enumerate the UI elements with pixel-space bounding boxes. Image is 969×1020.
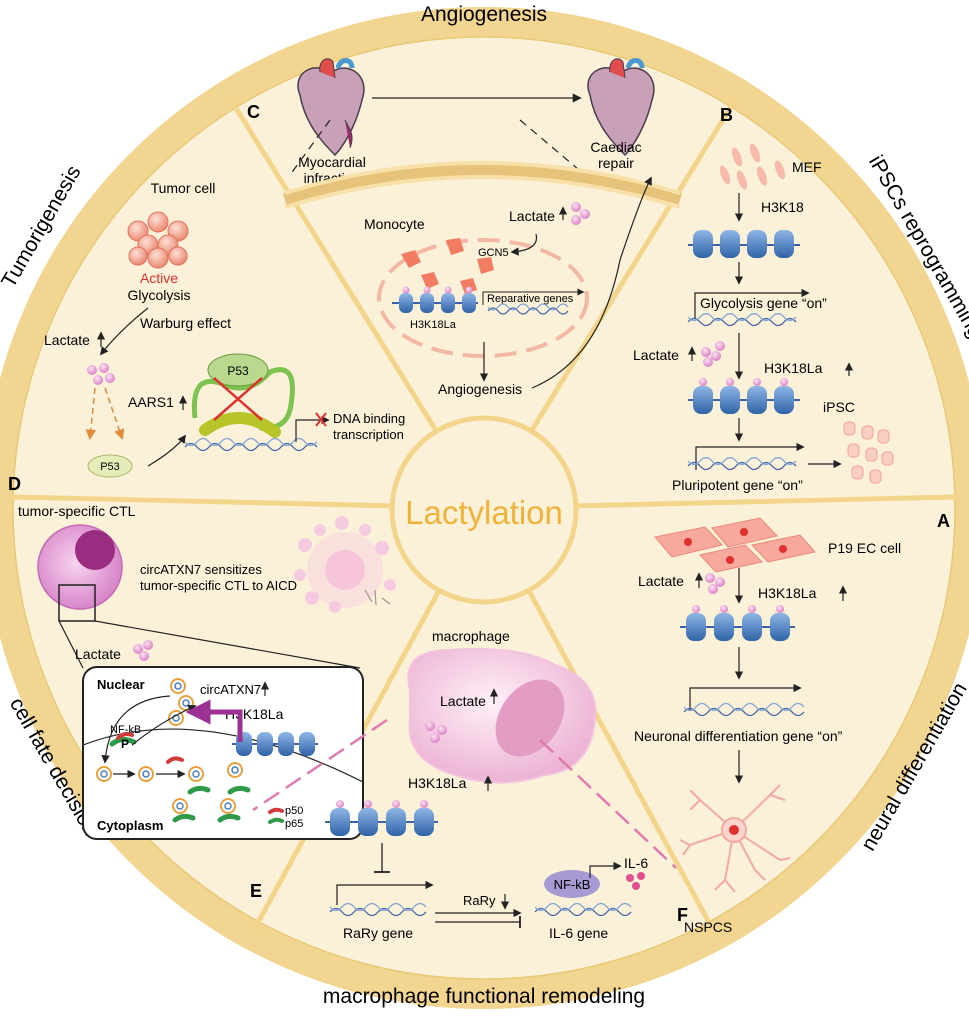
center-title: Lactylation xyxy=(405,494,563,531)
center-circle xyxy=(389,415,579,605)
h3k18la-c-text: H3K18La xyxy=(410,319,457,331)
angiogenesis-c-text: Angiogenesis xyxy=(438,381,522,397)
repair-text: repair xyxy=(598,155,634,171)
ctl-text: tumor-specific CTL xyxy=(18,503,136,519)
p-text: P xyxy=(121,737,129,751)
h3k18la-b-text: H3K18La xyxy=(764,360,823,376)
caediac-text: Caediac xyxy=(590,139,641,155)
cell-membrane xyxy=(282,161,683,209)
il6-molecules-icon xyxy=(626,872,645,890)
monocyte-text: Monocyte xyxy=(364,216,425,232)
h3k18-text: H3K18 xyxy=(761,199,804,215)
aars1-text: AARS1 xyxy=(128,394,174,410)
circ-text: circATXN7 xyxy=(200,682,261,697)
myocardial-text: Myocardial xyxy=(298,154,366,170)
apoptosis-burst-icon xyxy=(294,516,396,613)
cytoplasm-text: Cytoplasm xyxy=(97,818,163,833)
histone-group-b2 xyxy=(688,378,800,414)
lactate-m-text: Lactate xyxy=(440,693,486,709)
p65-text: p65 xyxy=(285,818,303,830)
ctl-inset-box xyxy=(82,666,364,840)
histone-group-a xyxy=(680,605,795,641)
nfkb-m-text: NF-kB xyxy=(554,877,591,892)
p50-p65-complexes xyxy=(166,756,284,824)
glycolysis-d-text: Glycolysis xyxy=(127,287,190,303)
macrophage-text: macrophage xyxy=(432,628,510,644)
label-macrophage-remodeling: macrophage functional remodeling xyxy=(323,985,645,1008)
nuclear-text: Nuclear xyxy=(97,677,145,692)
lactate-icon-b xyxy=(701,341,725,367)
rary-text: RaRy xyxy=(463,893,496,908)
mef-text: MEF xyxy=(792,159,822,175)
lactate-icon-d xyxy=(87,363,115,385)
panel-letter-b: B xyxy=(720,105,733,125)
active-text: Active xyxy=(140,270,178,286)
panel-letter-e: E xyxy=(250,881,262,901)
dna-binding-text: DNA binding xyxy=(333,411,405,426)
panel-macrophage: macrophage Lactate H3K18La RaRy gene RaR… xyxy=(252,628,677,941)
histone-group-e xyxy=(232,732,318,756)
p50-text: p50 xyxy=(285,805,303,817)
transcription-text: transcription xyxy=(333,427,404,442)
panel-letter-f: F xyxy=(677,905,688,925)
warburg-text: Warburg effect xyxy=(140,315,231,331)
histone-group-b1 xyxy=(688,230,800,258)
panel-d: Tumor cell Active Glycolysis Warburg eff… xyxy=(44,180,405,478)
il6-gene-text: IL-6 gene xyxy=(549,925,608,941)
sensitizes-line2: tumor-specific CTL to AICD xyxy=(140,578,297,593)
histone-group-m xyxy=(325,800,438,836)
lactate-b-text: Lactate xyxy=(633,347,679,363)
panel-b: MEF H3K18 Glycolysis gene “on” Lactate H… xyxy=(633,143,894,493)
sensitizes-line1: circATXN7 sensitizes xyxy=(140,562,262,577)
p19-text: P19 EC cell xyxy=(828,540,901,556)
lactate-icon xyxy=(571,202,590,225)
heart-icon-repaired xyxy=(587,58,655,157)
nfkb-e-text: NF-kB xyxy=(110,724,141,736)
tumor-cell-text: Tumor cell xyxy=(151,180,216,196)
neuron-icon xyxy=(679,784,791,893)
tumor-cell-icon xyxy=(127,211,189,269)
reparative-text: Reparative genes xyxy=(487,293,574,305)
glycolysis-on-text: Glycolysis gene “on” xyxy=(700,295,827,311)
panel-letter-a: A xyxy=(937,511,950,531)
panel-letter-d: D xyxy=(8,474,21,494)
h3k18la-m-text: H3K18La xyxy=(408,775,467,791)
lactate-c-text: Lactate xyxy=(509,208,555,224)
neuronal-on-text: Neuronal differentiation gene “on” xyxy=(634,728,843,744)
pluripotent-on-text: Pluripotent gene “on” xyxy=(672,477,803,493)
panel-a: P19 EC cell Lactate H3K18La Neuronal dif… xyxy=(634,517,901,935)
rim-inner-line xyxy=(12,36,956,980)
monocyte-nucleus xyxy=(377,238,589,358)
p53-small xyxy=(87,454,133,478)
lactate-icon-e xyxy=(133,640,153,661)
gcn5-text: GCN5 xyxy=(478,247,509,259)
histone-group-c xyxy=(392,286,478,313)
p53-small-text: P53 xyxy=(100,461,120,473)
p53-text: P53 xyxy=(227,364,249,378)
lactate-e-text: Lactate xyxy=(75,646,121,662)
panel-c: Myocardial infraction Caediac repair Mon… xyxy=(282,58,683,397)
heart-icon xyxy=(297,58,365,157)
label-angiogenesis: Angiogenesis xyxy=(421,3,547,26)
lactate-a-text: Lactate xyxy=(638,573,684,589)
ipsc-text: iPSC xyxy=(823,399,855,415)
h3k18la-a-text: H3K18La xyxy=(758,585,817,601)
nspcs-text: NSPCS xyxy=(684,919,732,935)
il6-text: IL-6 xyxy=(624,855,648,871)
panel-letter-c: C xyxy=(247,102,260,122)
mef-cells-icon xyxy=(719,143,786,190)
lactate-d-text: Lactate xyxy=(44,332,90,348)
ipsc-cells-icon xyxy=(843,421,894,484)
rary-gene-text: RaRy gene xyxy=(343,925,413,941)
panel-ctl: tumor-specific CTL circATXN7 sensitizes … xyxy=(18,503,396,840)
lactate-icon-m xyxy=(425,721,447,743)
lactate-icon-a xyxy=(705,573,725,594)
p19-cells-icon xyxy=(654,517,816,573)
